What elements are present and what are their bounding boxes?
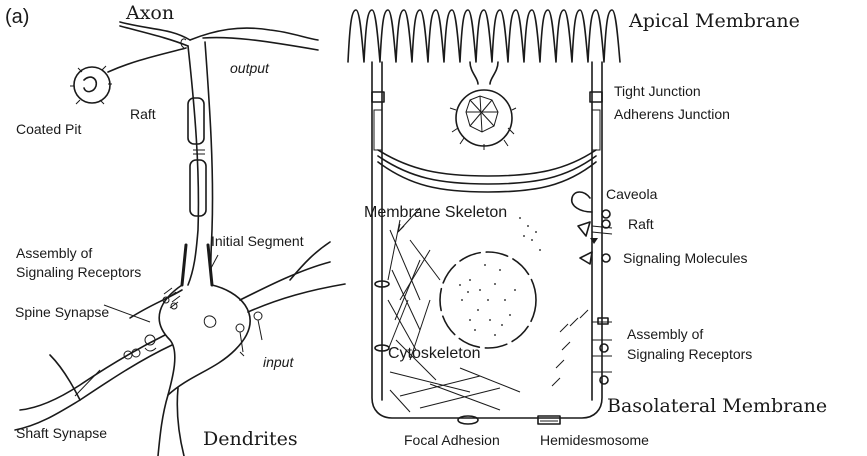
epithelial-assembly-label-line2: Signaling Receptors [627,347,752,361]
input-label: input [263,355,293,369]
coated-pit-label: Coated Pit [16,122,81,136]
basolateral-membrane-label: Basolateral Membrane [607,397,827,416]
hemidesmosome-label: Hemidesmosome [540,433,649,447]
neuron-assembly-label-line2: Signaling Receptors [16,265,141,279]
initial-segment-label: Initial Segment [211,234,304,248]
shaft-synapse-label: Shaft Synapse [16,426,107,440]
cytoskeleton-label: Cytoskeleton [388,346,481,362]
dendrites-label: Dendrites [203,430,298,449]
neuron-raft-label: Raft [130,107,156,121]
neuron-assembly-label-line1: Assembly of [16,246,92,260]
axon-label: Axon [126,4,174,23]
nucleus-dots [459,264,516,336]
epithelial-assembly-label-line1: Assembly of [627,327,703,341]
epithelial-raft-label: Raft [628,217,654,231]
apical-membrane-label: Apical Membrane [629,12,800,31]
panel-label: (a) [5,7,29,27]
signaling-molecules-label: Signaling Molecules [623,251,748,265]
focal-adhesion-label: Focal Adhesion [404,433,500,447]
caveola-label: Caveola [606,187,657,201]
output-label: output [230,61,269,75]
spine-synapse-label: Spine Synapse [15,305,109,319]
membrane-skeleton-label: Membrane Skeleton [364,205,507,221]
adherens-junction-label: Adherens Junction [614,107,730,121]
tight-junction-label: Tight Junction [614,84,701,98]
